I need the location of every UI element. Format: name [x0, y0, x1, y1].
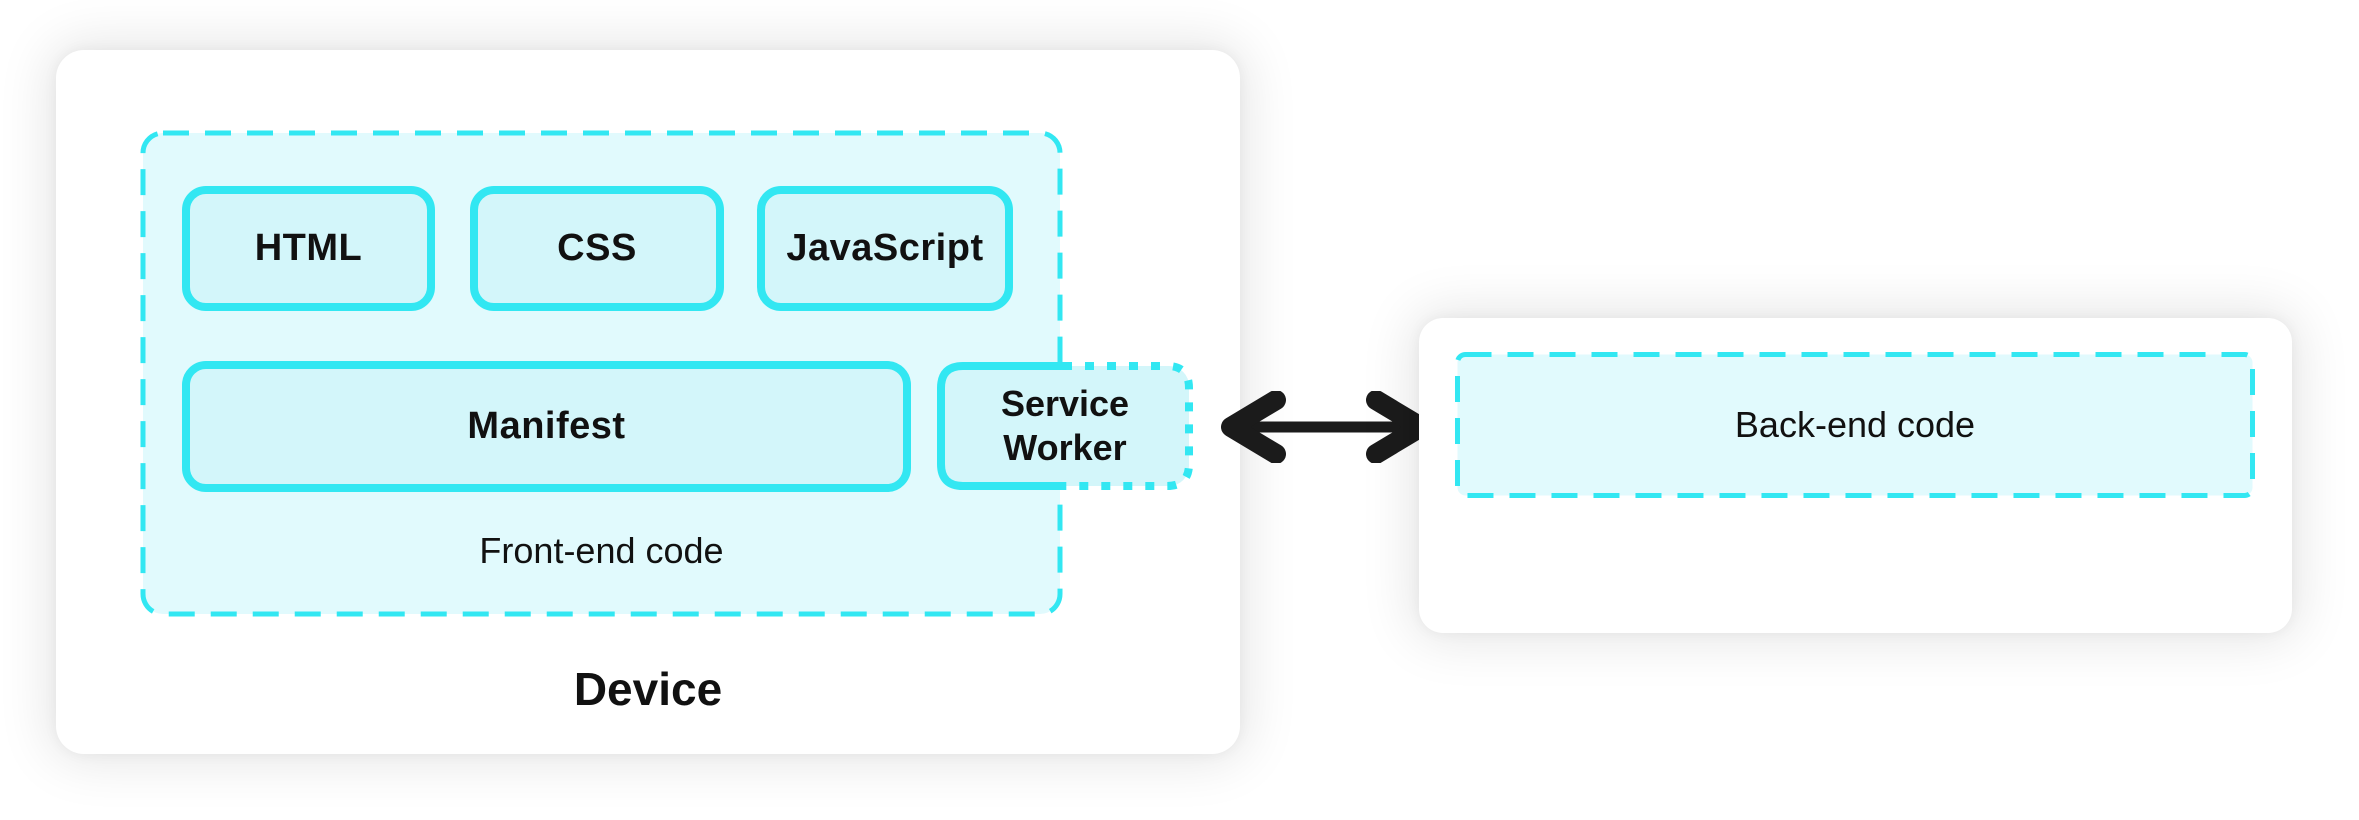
javascript-box-label: JavaScript: [786, 227, 984, 269]
html-box: HTML: [182, 186, 435, 311]
manifest-box: Manifest: [182, 361, 911, 492]
backend-code-label: Back-end code: [1734, 404, 1976, 445]
html-box-label: HTML: [254, 227, 363, 269]
device-title: Device: [573, 663, 723, 715]
bidirectional-arrow-icon: [1216, 391, 1436, 463]
service-worker-border: [937, 362, 1193, 490]
device-card: HTML CSS JavaScript Manifest Front-end c…: [56, 50, 1240, 754]
javascript-box: JavaScript: [757, 186, 1013, 311]
frontend-code-label: Front-end code: [479, 530, 724, 571]
frontend-code-container: HTML CSS JavaScript Manifest Front-end c…: [140, 130, 1193, 617]
backend-code-container: Back-end code: [1455, 352, 2255, 498]
css-box-label: CSS: [557, 227, 637, 269]
service-worker-box: Service Worker: [937, 362, 1193, 490]
web-server-card: Back-end code Web server: [1419, 318, 2292, 633]
manifest-box-label: Manifest: [467, 405, 626, 447]
service-worker-label: Service Worker: [1000, 383, 1130, 468]
backend-dashed-border: [1455, 352, 2255, 498]
css-box: CSS: [470, 186, 724, 311]
